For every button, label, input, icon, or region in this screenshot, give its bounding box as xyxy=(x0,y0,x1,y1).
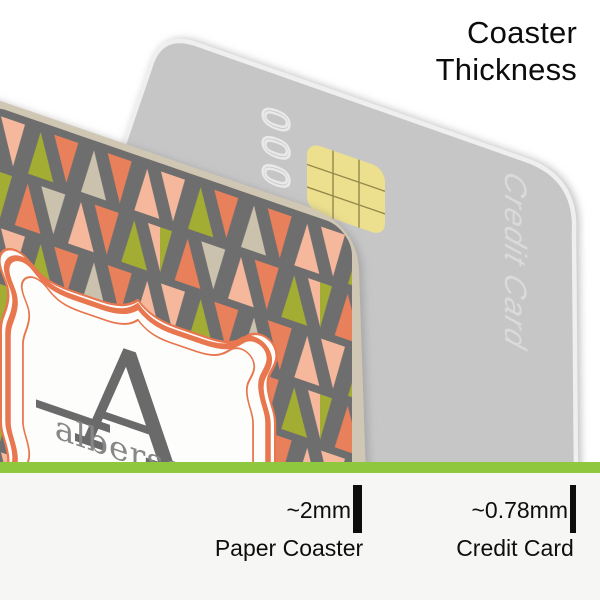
chip-grid xyxy=(307,150,385,228)
card-embossed-numbers: 000 xyxy=(254,102,296,201)
measurement-panel xyxy=(0,473,600,600)
page-title: Coaster Thickness xyxy=(436,14,577,88)
card-measurement-label: Credit Card xyxy=(456,535,574,561)
coaster-measurement-value: ~2mm xyxy=(286,497,351,523)
monogram-divider-left xyxy=(36,399,110,433)
coaster-thickness-bar xyxy=(353,485,362,533)
coaster-measurement-label: Paper Coaster xyxy=(214,535,364,561)
title-line-2: Thickness xyxy=(435,52,577,87)
card-vertical-label: Credit Card xyxy=(498,168,533,355)
card-measurement-value: ~0.78mm xyxy=(471,497,568,523)
card-thickness-bar xyxy=(570,485,576,533)
green-baseline xyxy=(0,462,600,474)
emv-chip-icon xyxy=(307,145,385,233)
title-line-1: Coaster xyxy=(467,15,577,50)
